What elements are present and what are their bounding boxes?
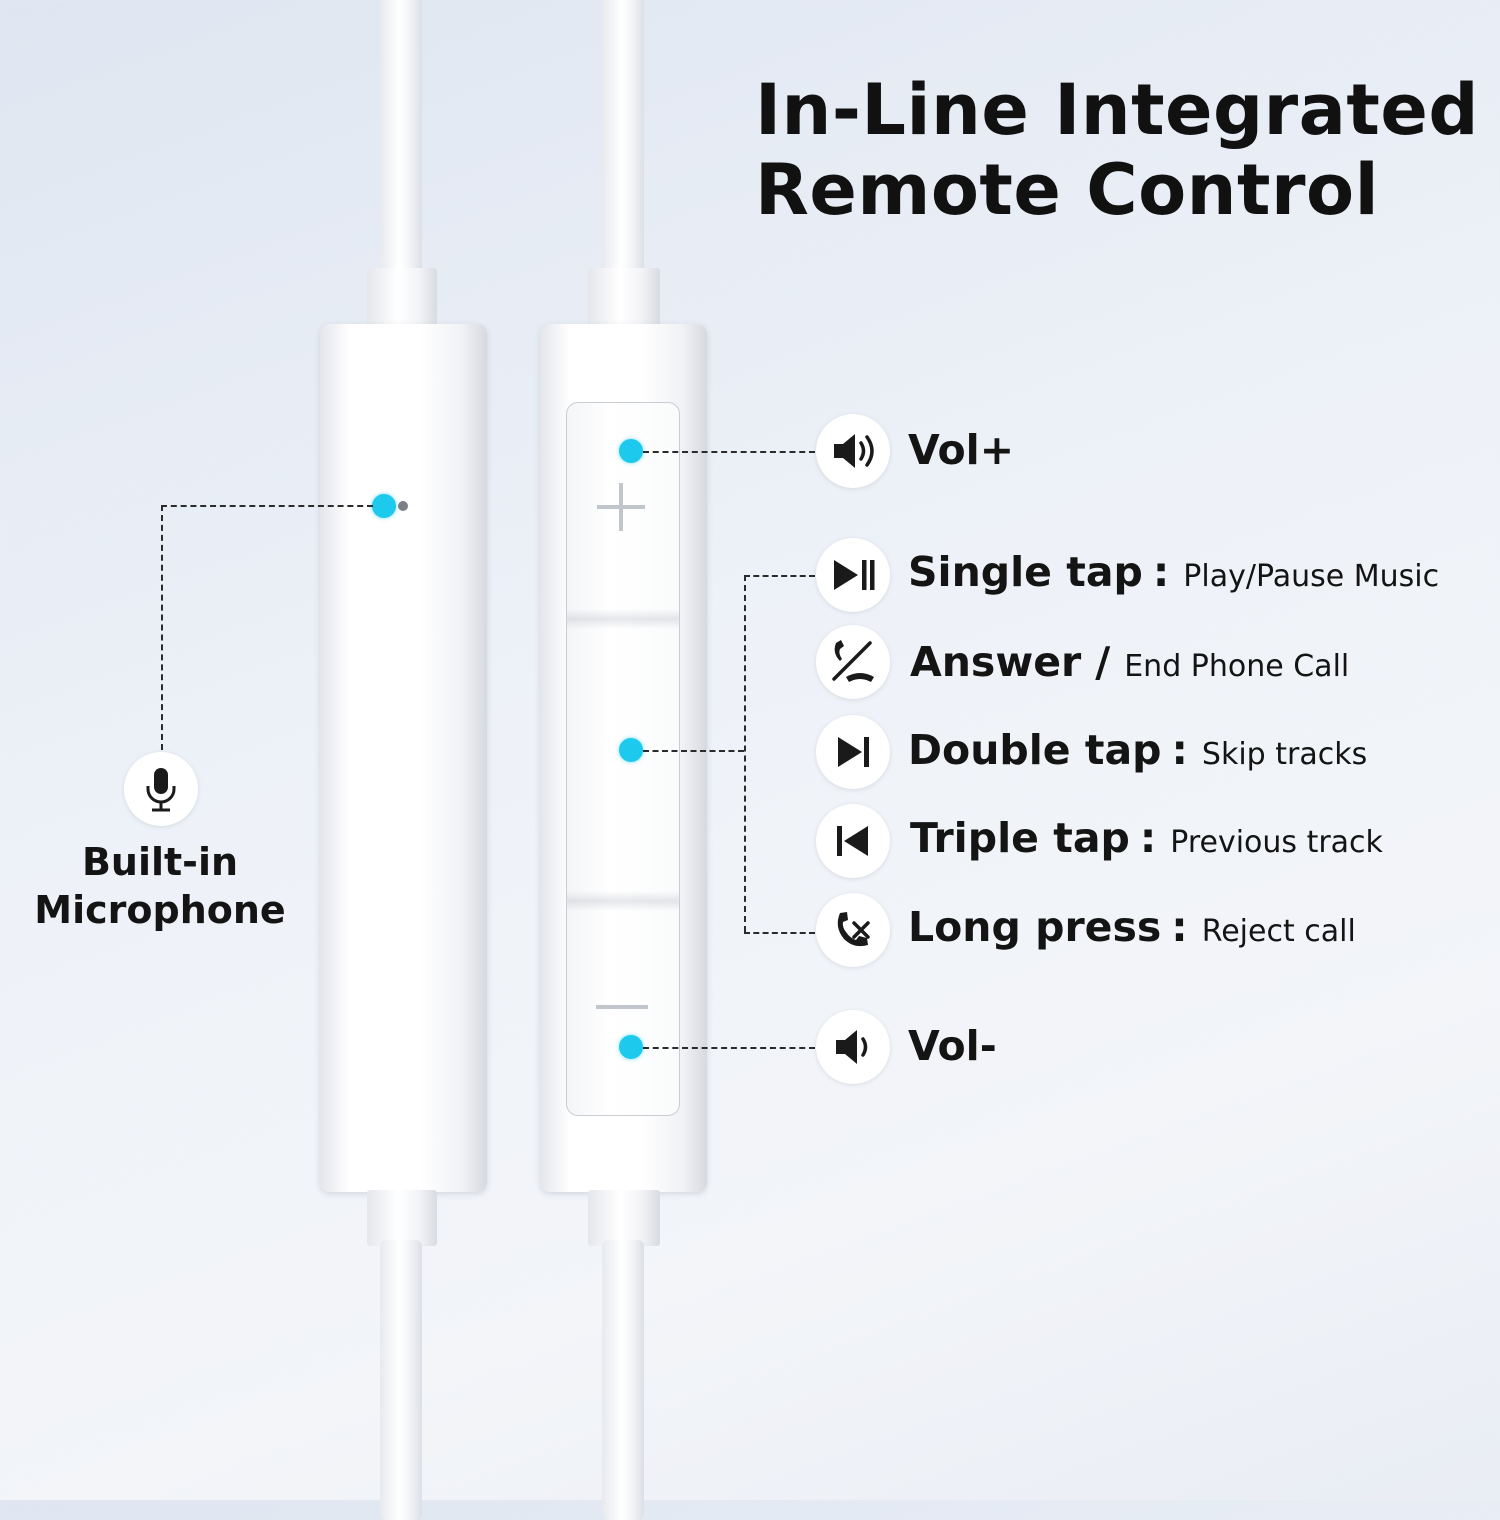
answer-action: Answer [910,638,1082,686]
button-divider-bottom [567,891,679,911]
microphone-hole [398,501,408,511]
vol-up-badge [816,414,890,488]
triple-tap-separator: : [1139,814,1157,862]
triple-tap-badge [816,804,890,878]
answer-separator: / [1095,638,1111,686]
skip-previous-icon [837,826,868,856]
vol-down-badge [816,1010,890,1084]
vol-up-label: Vol+ [908,426,1015,474]
play-pause-icon [834,560,875,590]
long-press-label: Long press: Reject call [908,903,1356,951]
title-line-2: Remote Control [755,149,1380,231]
right-cable-top [602,0,644,275]
triple-tap-description: Previous track [1170,825,1383,860]
skip-next-icon [838,737,869,767]
page-title: In-Line Integrated Remote Control [755,70,1479,230]
single-tap-description: Play/Pause Music [1183,559,1440,594]
answer-description: End Phone Call [1124,649,1350,684]
left-cable-bottom [380,1240,422,1520]
answer-badge [816,625,890,699]
double-tap-label: Double tap: Skip tracks [908,726,1367,774]
long-press-action: Long press [908,903,1162,951]
center-leader-top [744,575,815,577]
left-collar-bottom [367,1190,437,1246]
vol-up-indicator-dot [619,439,643,463]
double-tap-description: Skip tracks [1201,737,1368,772]
microphone-indicator-dot [372,494,396,518]
single-tap-action: Single tap [908,548,1143,596]
center-leader-bottom [744,932,815,934]
vol-up-leader [643,451,815,453]
double-tap-badge [816,715,890,789]
single-tap-label: Single tap: Play/Pause Music [908,548,1439,596]
title-line-1: In-Line Integrated [755,69,1479,151]
center-leader-bracket [744,575,746,932]
vol-down-indicator-dot [619,1035,643,1059]
single-tap-badge [816,538,890,612]
center-button-indicator-dot [619,738,643,762]
vol-down-label: Vol- [908,1022,997,1070]
microphone-badge [124,752,198,826]
speaker-loud-icon [834,434,874,468]
double-tap-action: Double tap [908,726,1162,774]
left-cable-top [380,0,422,275]
mic-leader-horizontal [161,505,373,507]
long-press-separator: : [1171,903,1188,951]
left-collar-top [367,268,437,330]
mic-leader-vertical [161,505,163,750]
triple-tap-label: Triple tap: Previous track [910,814,1383,862]
left-remote-body [320,324,487,1192]
microphone-icon [146,768,176,812]
single-tap-separator: : [1152,548,1170,596]
microphone-label-line-1: Built-in [81,840,239,884]
vol-down-leader [643,1047,815,1049]
right-collar-bottom [588,1190,660,1246]
triple-tap-action: Triple tap [910,814,1130,862]
phone-answer-end-icon [832,640,874,682]
phone-reject-icon [837,912,870,947]
long-press-description: Reject call [1201,914,1356,949]
microphone-label: Built-in Microphone [0,838,320,934]
speaker-low-icon [836,1030,868,1064]
long-press-badge [816,893,890,967]
right-collar-top [588,268,660,330]
center-leader-stub [643,750,744,752]
double-tap-separator: : [1171,726,1188,774]
plus-icon [597,483,645,531]
minus-icon [596,1005,648,1009]
right-cable-bottom [602,1240,644,1520]
answer-label: Answer / End Phone Call [910,638,1349,686]
button-divider-top [567,609,679,629]
microphone-label-line-2: Microphone [34,888,286,932]
